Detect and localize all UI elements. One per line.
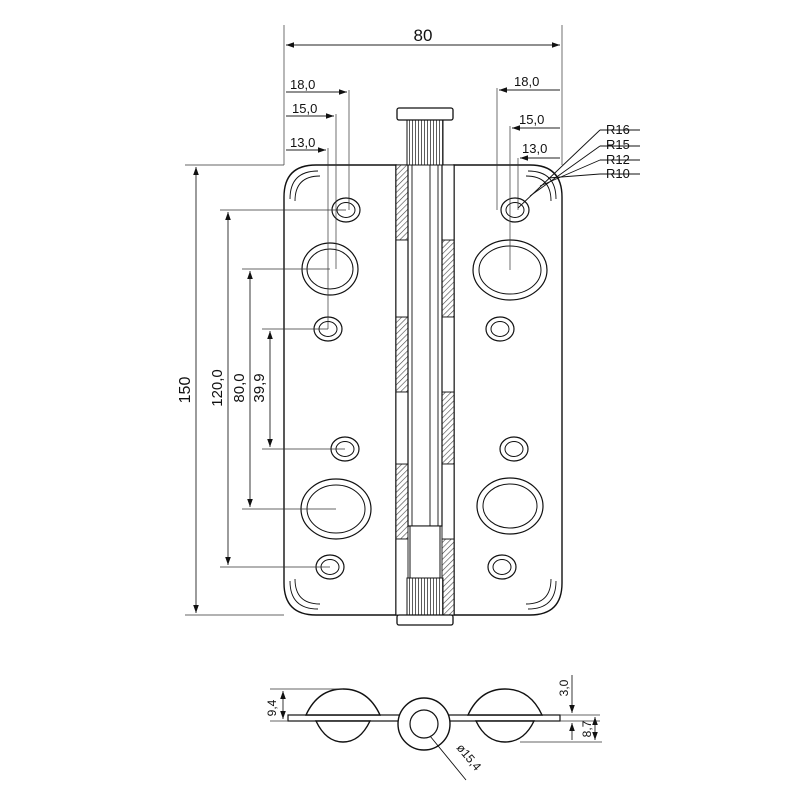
radius-callouts: R16 R15 R12 R10 <box>517 122 640 209</box>
hinge-barrel <box>395 107 455 626</box>
knuckle-height-label: 8,7 <box>580 720 594 737</box>
pin-diameter-label: ø15,4 <box>454 741 485 774</box>
left-leaf <box>283 164 397 616</box>
dimension-120-label: 120,0 <box>209 369 226 407</box>
left-offset-label-1: 18,0 <box>290 77 315 92</box>
width-dimension-label: 80 <box>414 26 433 45</box>
radius-label-r15: R15 <box>606 137 630 152</box>
right-offset-label-3: 13,0 <box>522 141 547 156</box>
front-view: 80 18,0 15,0 13,0 18,0 15,0 13,0 <box>177 25 640 626</box>
side-view: 9,4 3,0 8,7 ø15,4 <box>265 675 602 781</box>
right-leaf <box>453 164 563 616</box>
height-dimension-label: 150 <box>177 377 194 404</box>
width-dimension: 80 <box>283 25 563 165</box>
dimension-80-label: 80,0 <box>231 373 248 402</box>
right-offset-label-2: 15,0 <box>519 112 544 127</box>
right-offset-label-1: 18,0 <box>514 74 539 89</box>
side-thickness-label: 9,4 <box>265 699 279 716</box>
left-offset-label-3: 13,0 <box>290 135 315 150</box>
dimension-120: 120,0 <box>209 209 346 568</box>
radius-label-r16: R16 <box>606 122 630 137</box>
dimension-39-label: 39,9 <box>251 373 268 402</box>
height-dimension: 150 <box>177 164 284 616</box>
left-offset-dimensions: 18,0 15,0 13,0 <box>286 77 350 329</box>
left-offset-label-2: 15,0 <box>292 101 317 116</box>
right-offset-dimensions: 18,0 15,0 13,0 <box>496 74 560 270</box>
dimension-80: 80,0 <box>231 268 336 510</box>
leaf-thickness-label: 3,0 <box>557 679 571 696</box>
pin-circle <box>409 709 439 739</box>
radius-label-r12: R12 <box>606 152 630 167</box>
dimension-39: 39,9 <box>251 328 345 450</box>
radius-label-r10: R10 <box>606 166 630 181</box>
